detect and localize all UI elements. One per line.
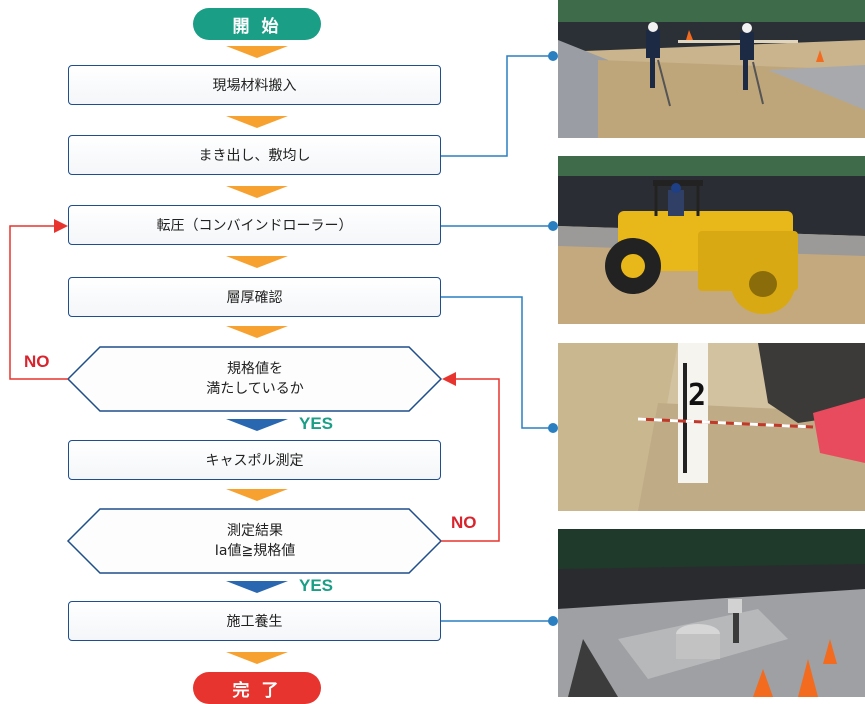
photo-connector-dot-3 (548, 423, 558, 433)
end-label: 完 了 (232, 680, 282, 701)
step-caspol-measurement: キャスポル測定 (68, 440, 441, 480)
photo-curing-image (558, 529, 865, 697)
step-curing: 施工養生 (68, 601, 441, 641)
step-label: キャスポル測定 (205, 453, 304, 469)
flow-arrow-7 (226, 652, 288, 664)
decision-1-line-1: 規格値を (227, 361, 283, 377)
step-compaction: 転圧（コンバインドローラー） (68, 205, 441, 245)
flow-arrow-5 (226, 326, 288, 338)
flow-arrow-4 (226, 256, 288, 268)
photo-layer-thickness-check: 2 (558, 343, 865, 511)
step-spreading: まき出し、敷均し (68, 135, 441, 175)
decision-shape-2 (66, 508, 443, 574)
flow-arrow-1 (226, 46, 288, 58)
no-loop-arrowhead-2 (442, 372, 456, 386)
no-label-1: NO (24, 352, 50, 371)
ruler-mark: 2 (688, 378, 706, 413)
step-label: 層厚確認 (226, 290, 283, 306)
photo-connector-dot-1 (548, 51, 558, 61)
step-label: まき出し、敷均し (198, 148, 311, 164)
step-layer-thickness-check: 層厚確認 (68, 277, 441, 317)
photo-spreading-work (558, 0, 865, 138)
step-label: 転圧（コンバインドローラー） (156, 218, 353, 234)
decision-2-text: 測定結果 Ia値≧規格値 (68, 521, 442, 561)
no-loop-line-2 (441, 378, 500, 542)
step-label: 現場材料搬入 (212, 78, 297, 94)
yes-label-1: YES (299, 414, 334, 433)
no-label-2: NO (451, 513, 477, 532)
decision-2-line-1: 測定結果 (227, 523, 283, 539)
photo-curing-site (558, 529, 865, 697)
decision-2-line-2: Ia値≧規格値 (214, 543, 296, 559)
decision-1-text: 規格値を 満たしているか (68, 359, 442, 399)
yes-arrow-1 (226, 419, 288, 431)
end-terminal: 完 了 (193, 672, 321, 704)
photo-ruler-image: 2 (558, 343, 865, 511)
step-label: 施工養生 (226, 614, 283, 630)
yes-arrow-2 (226, 581, 288, 593)
photo-connector-dot-4 (548, 616, 558, 626)
flow-arrow-2 (226, 116, 288, 128)
photo-connector-dot-2 (548, 221, 558, 231)
step-material-delivery: 現場材料搬入 (68, 65, 441, 105)
start-terminal: 開 始 (193, 8, 321, 40)
no-loop-line-1 (9, 225, 68, 380)
flow-arrow-3 (226, 186, 288, 198)
yes-label-2: YES (299, 576, 334, 595)
decision-1-line-2: 満たしているか (206, 381, 304, 397)
photo-connector-3 (441, 296, 553, 429)
photo-compaction-roller (558, 156, 865, 324)
photo-spreading-image (558, 0, 865, 138)
start-label: 開 始 (232, 16, 282, 37)
no-loop-arrowhead-1 (54, 219, 68, 233)
photo-roller-image (558, 156, 865, 324)
photo-connector-1 (441, 55, 553, 157)
flow-arrow-6 (226, 489, 288, 501)
